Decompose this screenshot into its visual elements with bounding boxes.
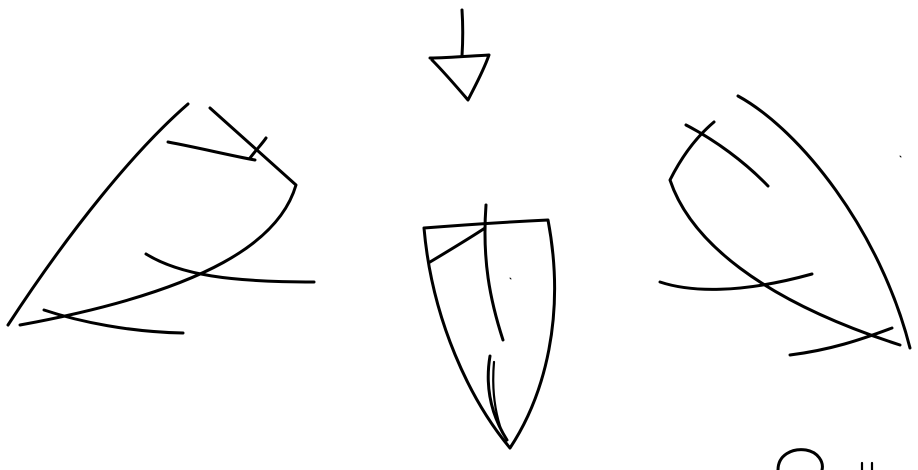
- down-arrow-icon: [430, 10, 489, 100]
- faint-specks: [510, 156, 901, 279]
- right-shell-fragment: [660, 96, 910, 355]
- center-fragment-inner-line: [493, 362, 502, 432]
- right-fragment-edge: [670, 122, 900, 345]
- corner-circle-mark: [778, 450, 872, 470]
- left-fragment-crack-top: [168, 142, 255, 160]
- left-fragment-crack-bottom: [44, 310, 183, 333]
- center-fragment-crack-vertical: [485, 205, 503, 340]
- right-fragment-outline: [738, 96, 910, 348]
- speck: [510, 278, 511, 279]
- speck: [900, 156, 901, 157]
- left-fragment-outline: [8, 104, 188, 325]
- left-fragment-edge: [20, 108, 296, 325]
- corner-circle-arc: [778, 450, 822, 470]
- arrow-head: [430, 55, 489, 100]
- right-fragment-crack-bottom: [790, 328, 892, 355]
- right-fragment-crack-middle: [660, 274, 812, 289]
- center-fragment-crack-lower: [488, 356, 507, 440]
- arrow-shaft: [462, 10, 463, 56]
- center-fragment-crack-top: [430, 228, 485, 262]
- right-fragment-crack-top: [686, 125, 768, 186]
- left-shell-fragment: [8, 104, 314, 333]
- center-shell-fragment: [424, 205, 555, 448]
